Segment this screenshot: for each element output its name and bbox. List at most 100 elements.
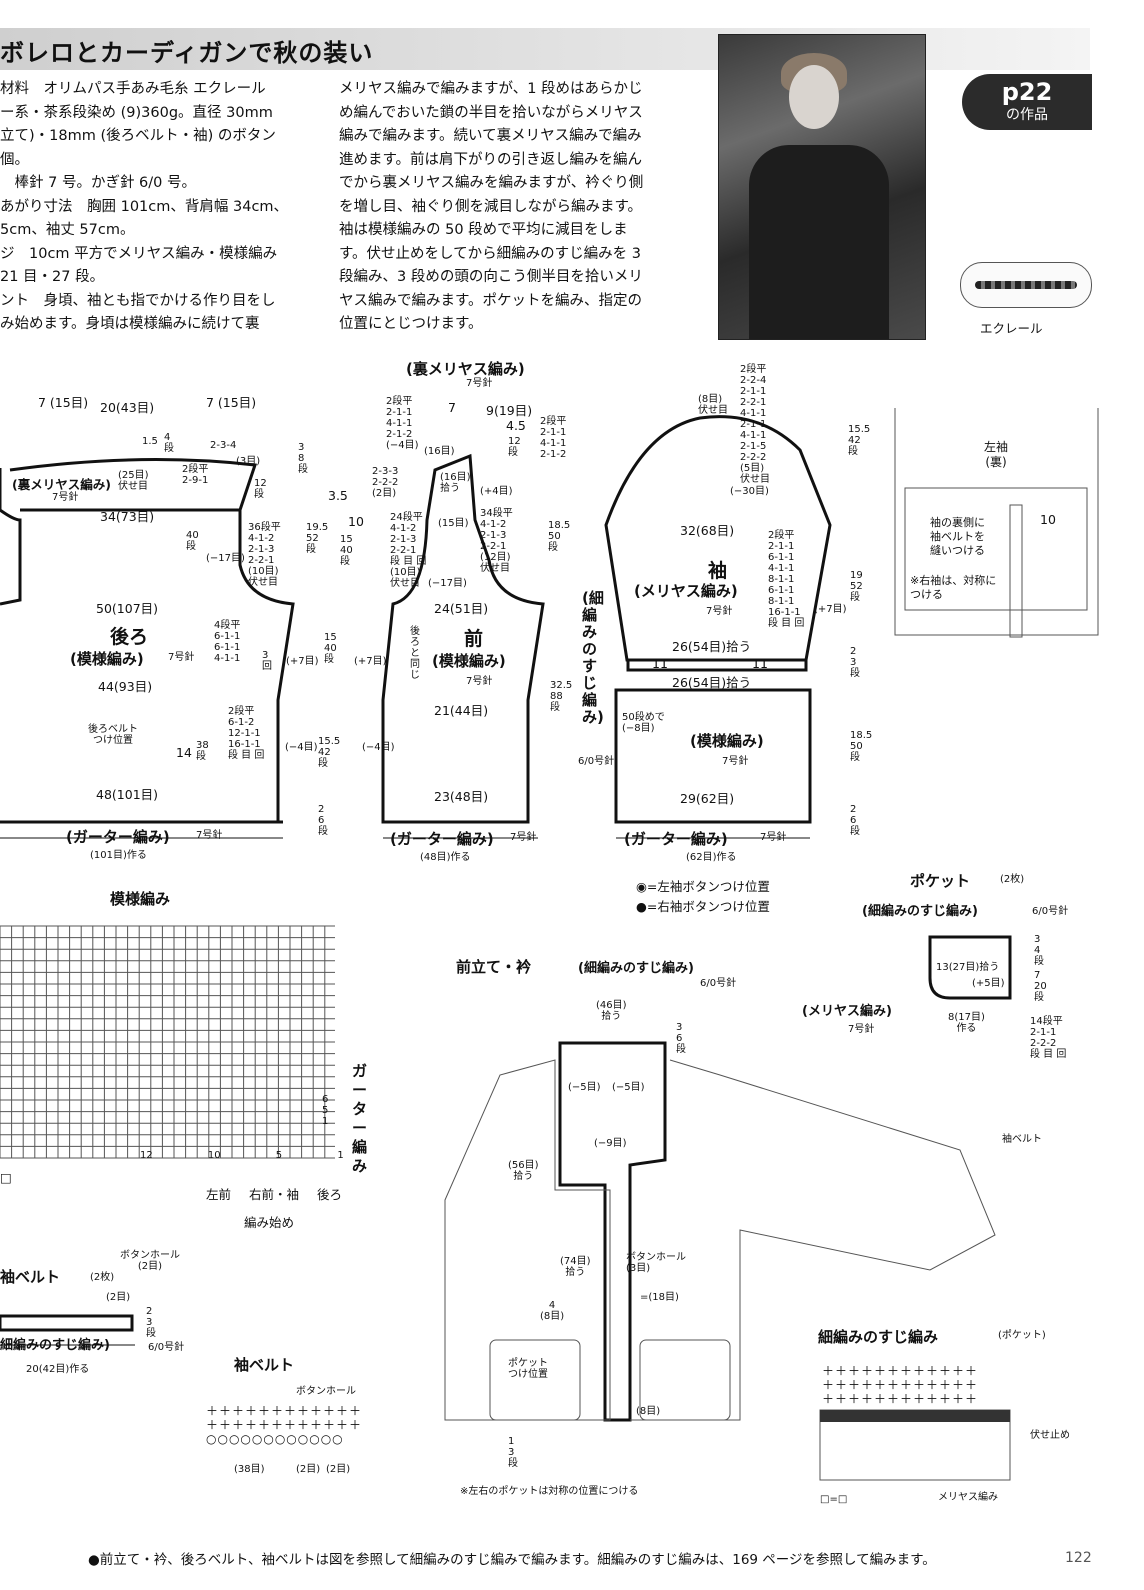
collar-minus-5a: (−5目) [568,1082,601,1093]
front-left-dec: 2-3-3 2-2-2 (2目) [372,466,399,499]
sleeve-row-50: 50段めで (−8目) [622,712,665,734]
left-sleeve-outline [894,408,1099,636]
back-width-50: 50(107目) [96,601,159,616]
sleeve-needle: 7号針 [706,606,733,617]
sleeve-top: (8目) 伏せ目 [698,394,728,416]
front-r10: 10 [348,514,364,529]
back-width-48: 48(101目) [96,787,159,802]
collar-band-outline [558,1041,667,1422]
belt-chart-38: (38目) [234,1464,265,1475]
left-sleeve-cuff [904,487,1088,611]
pocket-body: (メリヤス編み) [802,1004,892,1019]
back-inc: 4段平 6-1-1 6-1-1 4-1-1 [214,620,241,664]
back-yoke-label: (裏メリヤス編み) [12,477,111,492]
front-garter-needle: 7号針 [510,832,537,843]
front-r3258: 32.5 88 段 [550,680,573,713]
materials-line: 21 目・27 段。 [0,269,105,285]
model-face [789,65,839,129]
sleeve-pick-26: 26(54目)拾う [672,639,752,654]
pattern-chart-grid [0,925,335,1159]
materials-column-1: 材料 オリムパス手あみ毛糸 エクレールー系・茶系段染め (9)360g。直径 3… [0,78,322,337]
back-minus-4: (−4目) [285,742,318,753]
yarn-strand [975,281,1077,289]
front-top-9: 9(19目) [486,403,533,418]
model-photo [718,34,926,340]
sleeve-r1554: 15.5 42 段 [848,424,871,457]
sleeve-r1952: 19 52 段 [850,570,863,603]
pocket-pick-13: 13(27目)拾う [936,962,1000,973]
back-dec-2: 2段平 6-1-2 12-1-1 16-1-1 段 目 回 [228,706,265,761]
collar-cuff: 袖ベルト [1002,1134,1042,1145]
pocket-needle: 6/0号針 [1032,906,1069,917]
pattern-chart-cols: 12 10 5 1 [140,1150,344,1161]
back-top-right: 7 (15目) [206,395,257,410]
back-neck-a: 1.5 [142,436,158,447]
belt-chart-2a: (2目) [296,1464,321,1475]
sleeve-pick-26b: 26(54目)拾う [672,675,752,690]
back-neck-c: 2-3-4 [210,440,237,451]
sleeve-legend-2: ●=右袖ボタンつけ位置 [636,899,770,914]
back-armhole: 36段平 4-1-2 2-1-3 2-2-1 (10目) 伏せ目 [248,522,281,588]
front-16: (16目) [424,446,455,457]
front-left-dec-2: 24段平 4-1-2 2-1-3 2-2-1 段 目 回 (10目) 伏せ目 [390,512,427,589]
pocket-count: (2枚) [1000,874,1025,885]
pocket-dec: 14段平 2-1-1 2-2-2 段 目 回 [1030,1016,1067,1060]
sleeve-garter: (ガーター編み) [624,830,728,848]
pattern-chart-title: 模様編み [110,890,171,908]
front-r15542: 15.5 42 段 [318,736,341,769]
materials-line: あがり寸法 胸囲 101cm、背肩幅 34cm、 [0,198,289,215]
pocket-cast: 8(17目) 作る [948,1012,985,1034]
sc-chart-stitches: ＋＋＋＋＋＋＋＋＋＋＋＋ ＋＋＋＋＋＋＋＋＋＋＋＋ ＋＋＋＋＋＋＋＋＋＋＋＋ [822,1364,979,1406]
sleeve-pattern-2: (模様編み) [690,732,764,750]
back-rows-14: 14 [176,745,192,760]
collar-minus-5b: (−5目) [612,1082,645,1093]
belt-two: (2目) [106,1292,131,1303]
pocket-body-needle: 7号針 [848,1024,875,1035]
back-left-edge [0,468,22,606]
sleeve-r1850: 18.5 50 段 [850,730,873,763]
materials-line: 個。 [0,151,29,168]
pocket-sub: (細編みのすじ編み) [862,904,978,919]
front-r185: 18.5 50 段 [548,520,571,553]
materials-line: でから裏メリヤス編みを編みますが、衿ぐり側 [339,175,644,191]
sleeve-side-needle: 6/0号針 [578,756,615,767]
left-sleeve-ten: 10 [1040,512,1056,527]
materials-line: 材料 オリムパス手あみ毛糸 エクレール [0,81,266,97]
collar-pocket: ポケット つけ位置 [508,1358,548,1380]
collar-four: 4 (8目) [540,1300,565,1322]
materials-line: を増し目、袖ぐり側を減目しながら編みます。 [339,198,643,215]
sleeve-cast: (62目)作る [686,852,737,863]
materials-line: 袖は模様編みの 50 段めで平均に減目をしま [339,222,628,238]
back-shoulder: 12 段 [254,478,267,500]
page-badge: p22 の作品 [962,74,1092,130]
front-name: 前 [464,628,484,650]
left-sleeve-belt [1009,504,1023,638]
back-top-left: 7 (15目) [38,395,89,410]
back-dec: 2段平 2-9-1 [182,464,209,486]
front-r1952: 19.5 52 段 [306,522,329,555]
collar-pick-74: (74目) 拾う [560,1256,591,1278]
sleeve-minus-30: (−30目) [730,486,769,497]
back-width-34: 34(73目) [100,509,155,524]
left-sleeve-note-2: ※右袖は、対称に つける [910,574,997,601]
belt-count: (2枚) [90,1272,115,1283]
pocket-r720: 7 20 段 [1034,970,1047,1003]
sleeve-name: 袖 [708,560,728,582]
front-cast: (48目)作る [420,852,471,863]
sleeve-side: (細編みのすじ編み) [582,589,604,726]
left-sleeve-title: 左袖 (裏) [984,440,1009,469]
materials-line: 段編み、3 段めの頭の向こう側半目を拾いメリ [339,269,643,285]
footer-note: ●前立て・衿、後ろベルト、袖ベルトは図を参照して細編みのすじ編みで編みます。細編… [88,1552,936,1568]
collar-minus-9: (−9目) [594,1138,627,1149]
back-plus-7: (+7目) [286,656,319,667]
front-minus-17: (−17目) [428,578,467,589]
badge-sub: の作品 [1006,107,1048,123]
pocket-right [639,1339,731,1421]
sleeve-cuff [614,688,812,824]
belt-cast: 20(42目)作る [26,1364,90,1375]
front-plus-4: (+4目) [480,486,513,497]
front-needle: 7号針 [466,676,493,687]
collar-r36: 3 6 段 [676,1022,686,1055]
sleeve-width-29: 29(62目) [680,791,735,806]
